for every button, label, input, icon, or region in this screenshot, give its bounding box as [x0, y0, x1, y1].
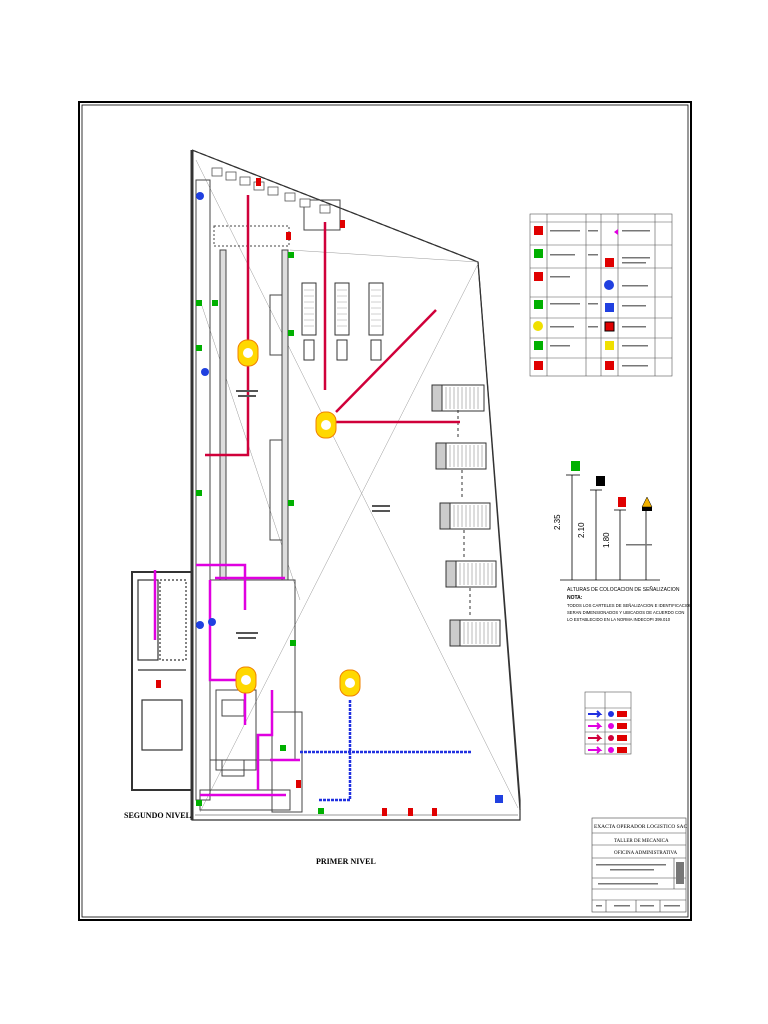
safe-zones	[235, 339, 361, 697]
route-legend-arrows	[588, 710, 627, 754]
trucks	[431, 384, 501, 647]
truck-icon	[334, 282, 350, 336]
exit-sign-icon	[212, 300, 218, 306]
vertical-trailers	[301, 282, 384, 361]
truck-axle-lines	[457, 410, 471, 618]
sheet-inner-border	[81, 104, 689, 918]
exit-signs	[196, 252, 324, 814]
extinguisher-sign-icon	[256, 178, 261, 186]
exit-sign-icon	[288, 252, 294, 258]
evacuation-route-blue	[300, 700, 472, 802]
height-label-2: 2.10	[577, 522, 586, 538]
safe-zone-icon	[235, 666, 257, 694]
segundo-nivel-block	[131, 571, 193, 791]
evacuation-route-magenta	[153, 563, 300, 797]
truck-icon	[301, 282, 317, 336]
nota-line-3: LO ESTABLECIDO EN LA NORMA INDECOPI 399.…	[567, 617, 671, 622]
nota-line-1: TODOS LOS CARTELES DE SEÑALIZACION E IDE…	[567, 603, 692, 608]
truck-icon	[439, 502, 491, 530]
exit-sign-icon	[280, 745, 286, 751]
title-block	[591, 817, 687, 913]
safe-zone-icon	[339, 669, 361, 697]
extinguisher-sign-icon	[618, 497, 626, 507]
extinguisher-sign-icon	[340, 220, 345, 228]
heights-diagram	[560, 474, 660, 581]
blue-signs	[196, 192, 503, 803]
route-legend-table	[584, 691, 632, 755]
nota-label: NOTA:	[567, 595, 583, 601]
extinguisher-sign-icon	[286, 232, 291, 240]
exit-sign-icon	[196, 345, 202, 351]
top-parking-strip	[211, 167, 331, 214]
title-block-small-marks	[596, 862, 684, 907]
exit-sign-icon	[196, 300, 202, 306]
height-note-mark	[626, 544, 652, 546]
height-label-1: 2.35	[553, 514, 562, 530]
extinguisher-sign-icon	[296, 780, 301, 788]
extinguisher-sign-icon	[382, 808, 387, 816]
heights-caption: ALTURAS DE COLOCACION DE SEÑALIZACION	[567, 586, 680, 593]
title-line-1: TALLER DE MECANICA	[614, 839, 669, 844]
extinguisher-sign-icon	[408, 808, 413, 816]
exit-sign-icon	[288, 330, 294, 336]
signage-legend-table	[529, 213, 673, 377]
safe-zone-icon	[237, 339, 259, 367]
title-line-2: OFICINA ADMINISTRATIVA	[614, 851, 677, 856]
evacuation-route-red	[205, 195, 460, 457]
truck-icon	[368, 282, 384, 336]
legend-text-marks	[550, 230, 650, 367]
exit-sign-icon	[196, 800, 202, 806]
extinguisher-signs	[156, 178, 437, 816]
truck-ribs	[445, 387, 497, 644]
truck-icon	[435, 442, 487, 470]
exit-sign-icon	[571, 461, 580, 471]
truck-icon	[445, 560, 497, 588]
nota-line-2: SERAN DIMENSIONADOS Y UBICADOS DE ACUERD…	[567, 610, 684, 615]
title-company: EXACTA OPERADOR LOGISTICO SAC	[594, 824, 688, 830]
exit-sign-icon	[290, 640, 296, 646]
segundo-nivel-label: SEGUNDO NIVEL	[124, 811, 191, 820]
truck-icon	[449, 619, 501, 647]
exit-sign-icon	[196, 490, 202, 496]
extinguisher-sign-icon	[432, 808, 437, 816]
interior-walls	[195, 179, 341, 813]
exit-sign-icon	[288, 500, 294, 506]
safe-zone-icon	[315, 411, 337, 439]
height-sign-icons	[571, 461, 653, 511]
primer-nivel-label: PRIMER NIVEL	[316, 857, 376, 866]
area-label-marks	[236, 390, 390, 639]
height-label-3: 1.80	[602, 532, 611, 548]
extinguisher-sign-icon	[156, 680, 161, 688]
legend-symbols	[533, 226, 618, 370]
exit-sign-icon	[318, 808, 324, 814]
sheet-outer-border	[78, 101, 692, 921]
